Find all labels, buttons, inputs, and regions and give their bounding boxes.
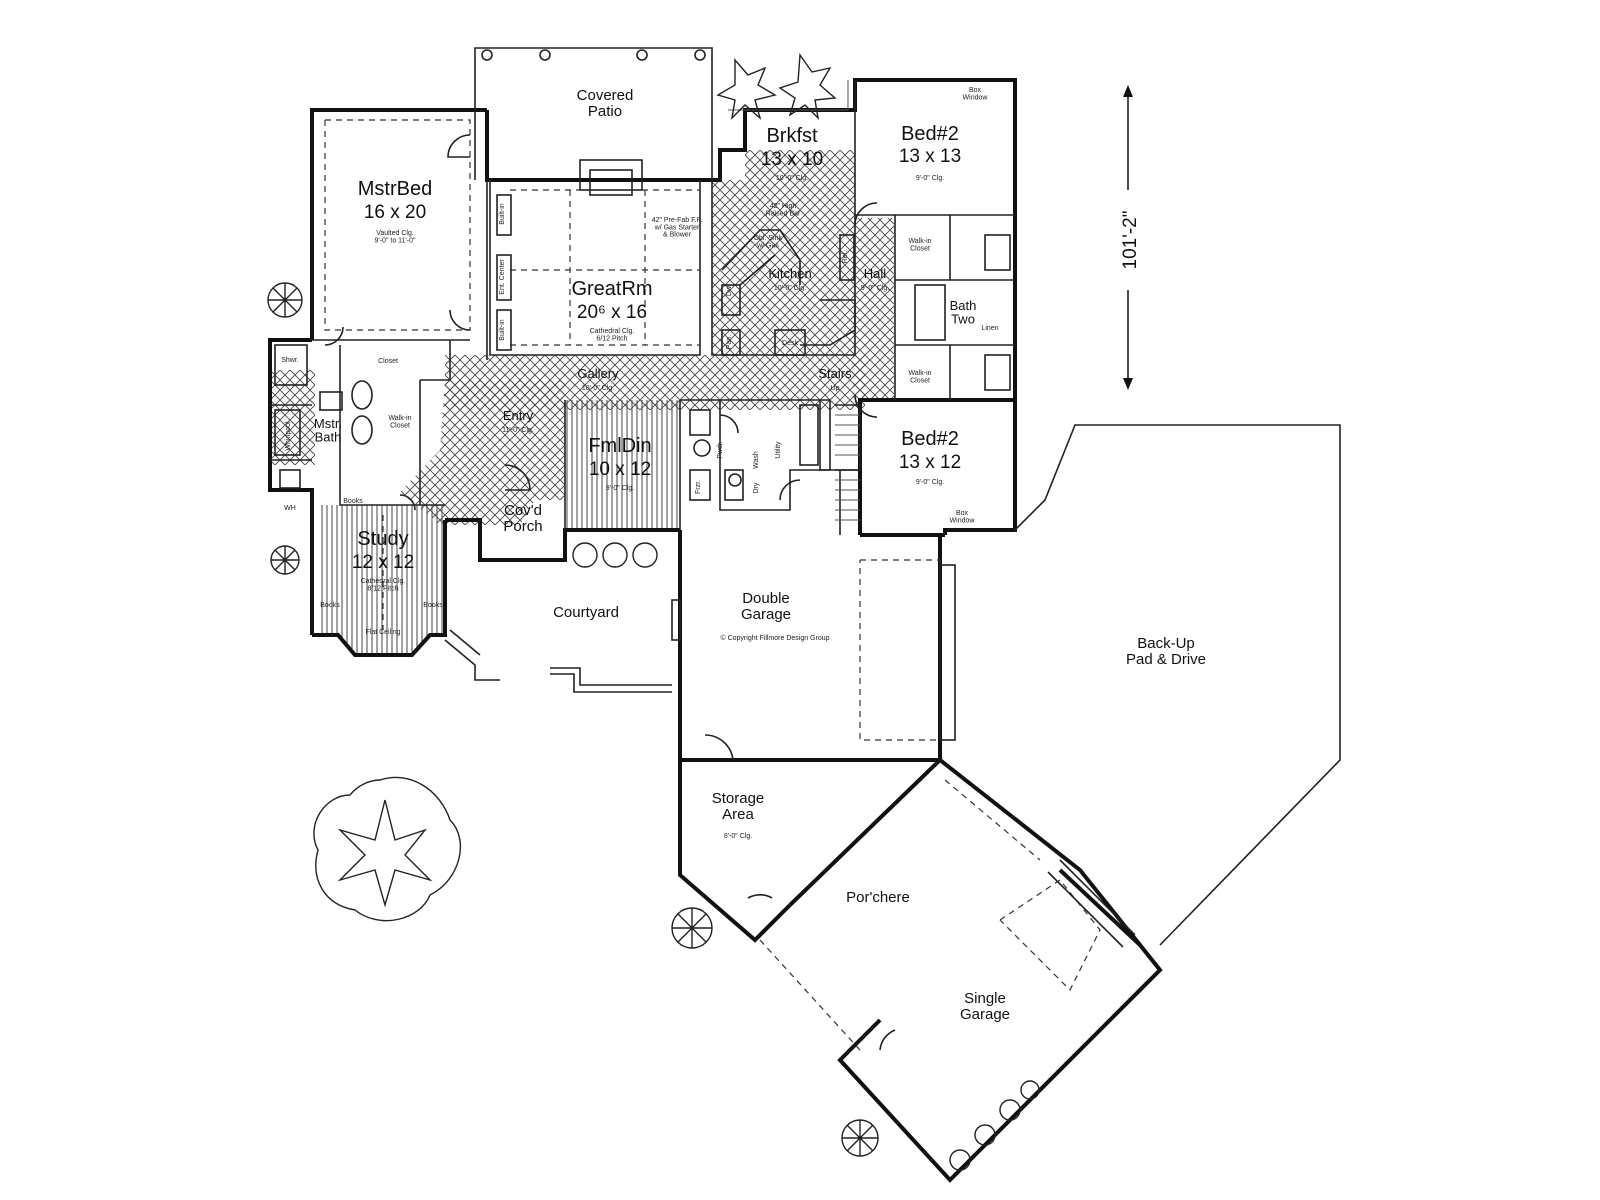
room-name-porchere: Por'chere xyxy=(846,889,910,906)
room-note-storage-area: 8'-0" Clg. xyxy=(724,833,752,840)
room-name-utility: Utility xyxy=(775,441,782,459)
books-label: Books xyxy=(343,498,363,505)
room-size-study: 12 x 12 xyxy=(352,552,414,573)
tile-floors xyxy=(270,150,894,525)
room-name-mstr-bath: Mstr.Bath xyxy=(314,416,342,445)
shrub-icon xyxy=(572,542,658,568)
room-name-great-rm: GreatRm xyxy=(571,278,652,300)
room-note-great-rm: Cathedral Clg.6/12 Pitch xyxy=(590,328,635,342)
room-name-brkfst: Brkfst xyxy=(766,125,818,147)
room-name-study: Study xyxy=(357,528,408,550)
interior-walls xyxy=(270,80,1015,535)
room-size-great-rm: 20⁶ x 16 xyxy=(577,302,647,323)
room-note-bed2-bottom: 9'-0" Clg. xyxy=(916,479,944,486)
room-note-hall: 9'-0" Clg. xyxy=(861,285,889,292)
room-note-entry: 11'-0" Clg. xyxy=(502,427,534,434)
room-name-entry: Entry xyxy=(503,408,534,423)
linen-label: Linen xyxy=(981,325,998,332)
freezer-label: Frzr. xyxy=(695,480,702,494)
room-name-courtyard: Courtyard xyxy=(553,604,619,621)
room-size-bed2-bottom: 13 x 12 xyxy=(899,452,961,473)
room-name-mstr-bed: MstrBed xyxy=(358,178,432,200)
room-size-bed2-top: 13 x 13 xyxy=(899,146,961,167)
ent-center-label: Ent. Center xyxy=(499,259,506,295)
built-in-label: Built-in xyxy=(499,203,506,225)
room-note-stairs: Up xyxy=(831,385,840,392)
dryer-label: Dry xyxy=(753,482,760,493)
water-heater-label: WH xyxy=(284,505,296,512)
room-note-study: Cathedral Clg.8/12 Pitch xyxy=(361,578,406,592)
courtyard-walls xyxy=(444,599,681,693)
room-size-mstr-bed: 16 x 20 xyxy=(364,202,426,223)
landscaping xyxy=(267,53,1040,1171)
room-name-stairs: Stairs xyxy=(818,366,852,381)
shower-label: Shwr. xyxy=(281,357,299,364)
room-note-kitchen: 10'-0" Clg. xyxy=(774,285,806,292)
room-name-kitchen: Kitchen xyxy=(768,266,811,281)
whirlpool-label: Whirlpool xyxy=(285,421,292,451)
garage-doors xyxy=(939,564,1136,948)
room-size-fml-din: 10 x 12 xyxy=(589,459,651,480)
room-note-gallery: 10'-0" Clg. xyxy=(582,385,614,392)
room-name-bed2-top: Bed#2 xyxy=(901,123,959,145)
copyright-label: © Copyright Fillmore Design Group xyxy=(720,634,829,642)
doors xyxy=(324,134,896,1051)
room-note-fml-din: 9'-0" Clg. xyxy=(606,485,634,492)
room-name-fml-din: FmlDin xyxy=(588,435,651,457)
back-up-pad xyxy=(1014,424,1341,946)
refrigerator-label: Ref. xyxy=(842,251,849,264)
room-note-bed2-top: 9'-0" Clg. xyxy=(916,175,944,182)
flat-ceiling-label: Flat Ceiling xyxy=(365,629,400,636)
tree-icon xyxy=(270,545,300,575)
fireplace-note: 42" Pre-Fab F.P.w/ Gas Starter& Blower xyxy=(652,217,703,239)
powder-label: Pwdr. xyxy=(717,441,724,459)
room-note-mstr-bed: Vaulted Clg.9'-0" to 11'-0" xyxy=(375,230,416,244)
room-note-brkfst: 10'-0" Clg. xyxy=(776,175,808,182)
books-label: Books xyxy=(423,602,443,609)
kitchen-fixtures xyxy=(721,229,856,356)
tree-icon xyxy=(267,282,303,318)
built-in-label: Built-in xyxy=(499,319,506,341)
dimension-label: 101'-2" xyxy=(1120,211,1141,270)
shrub-icon xyxy=(716,53,837,121)
room-name-hall: Hall xyxy=(864,266,887,281)
books-label: Books xyxy=(320,602,340,609)
tree-icon xyxy=(671,907,713,949)
room-name-gallery: Gallery xyxy=(577,366,619,381)
desk-label: Desk xyxy=(782,340,798,347)
large-tree-icon xyxy=(313,776,462,922)
dw-label: Dw xyxy=(726,285,733,296)
room-name-bed2-bottom: Bed#2 xyxy=(901,428,959,450)
bath-fixtures xyxy=(274,194,1011,521)
room-size-brkfst: 13 x 10 xyxy=(761,149,823,170)
dimension-line: 101'-2" xyxy=(1120,85,1141,390)
covered-patio-structure xyxy=(474,47,849,196)
shrub-icon xyxy=(949,1080,1040,1171)
washer-label: Wash xyxy=(753,451,760,469)
pantry-label: Pan. xyxy=(726,335,733,349)
closet-label: Closet xyxy=(378,358,398,365)
tree-icon xyxy=(841,1119,879,1157)
